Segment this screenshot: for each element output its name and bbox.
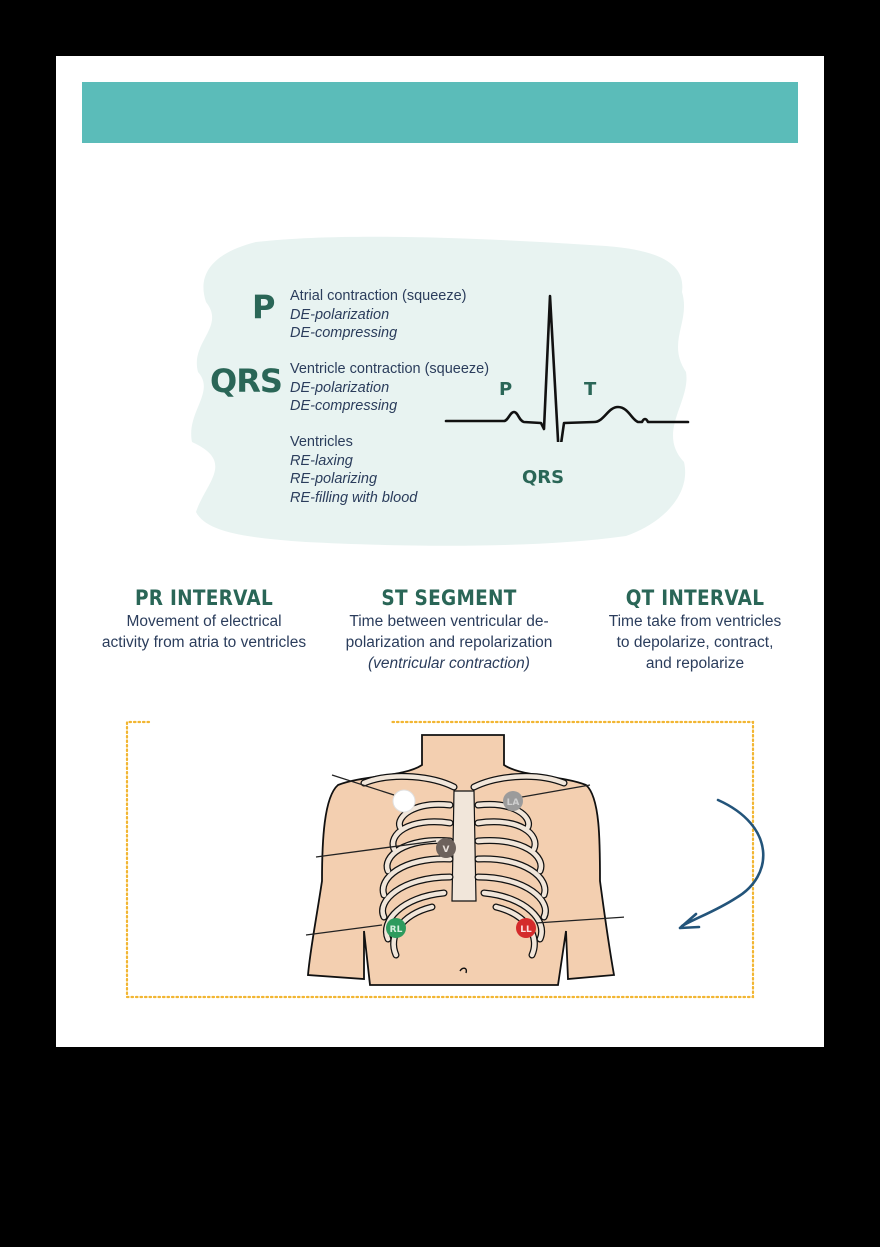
- t-wave-description: Ventricles RE-laxing RE-polarizing RE-fi…: [290, 433, 417, 507]
- curved-arrow-icon: [680, 798, 765, 928]
- wave-letter-qrs: QRS: [210, 362, 283, 400]
- legend-line: Ventricles: [290, 434, 353, 450]
- qrs-description: Ventricle contraction (squeeze) DE-polar…: [290, 360, 489, 416]
- electrode-diagram-frame: [125, 720, 765, 999]
- qt-interval-line: Time take from ventricles: [608, 613, 782, 630]
- title-banner: [82, 82, 798, 143]
- pr-interval-title: PR INTERVAL: [134, 586, 274, 610]
- svg-text:LA: LA: [507, 798, 520, 808]
- st-segment-title: ST SEGMENT: [381, 586, 517, 610]
- ecg-label-t: T: [584, 379, 597, 400]
- pr-interval-line: activity from atria to ventricles: [101, 634, 307, 651]
- legend-line: DE-polarization: [290, 379, 390, 396]
- svg-text:LL: LL: [520, 925, 532, 935]
- st-segment-column: ST SEGMENT Time between ventricular de- …: [329, 585, 569, 674]
- svg-text:RL: RL: [390, 925, 403, 935]
- p-wave-description: Atrial contraction (squeeze) DE-polariza…: [290, 287, 467, 343]
- svg-text:V: V: [443, 845, 450, 855]
- pr-interval-line: Movement of electrical: [126, 613, 282, 630]
- ecg-waveform: [444, 294, 690, 442]
- chest-illustration: LA V RL LL: [305, 734, 624, 986]
- legend-line: DE-compressing: [290, 398, 398, 415]
- pr-interval-column: PR INTERVAL Movement of electrical activ…: [84, 585, 324, 653]
- electrode-ra: [392, 789, 416, 813]
- electrode-la: LA: [503, 791, 523, 811]
- legend-line: RE-laxing: [290, 452, 353, 469]
- st-segment-note: (ventricular contraction): [368, 655, 530, 672]
- electrode-ll: LL: [516, 918, 536, 938]
- ecg-label-p: P: [499, 379, 513, 400]
- watercolor-wash: [191, 236, 687, 546]
- legend-line: RE-polarizing: [290, 471, 378, 488]
- legend-line: DE-polarization: [290, 306, 390, 323]
- qt-interval-title: QT INTERVAL: [625, 586, 765, 610]
- ecg-label-qrs: QRS: [522, 467, 565, 488]
- legend-line: DE-compressing: [290, 325, 398, 342]
- qt-interval-line: and repolarize: [645, 655, 745, 672]
- qt-interval-line: to depolarize, contract,: [616, 634, 774, 651]
- st-segment-line: Time between ventricular de-: [349, 613, 549, 630]
- electrode-rl: RL: [386, 918, 406, 938]
- worksheet-page: P QRS Atrial contraction (squeeze) DE-po…: [56, 56, 824, 1047]
- qt-interval-column: QT INTERVAL Time take from ventricles to…: [575, 585, 815, 674]
- electrode-v: V: [436, 838, 456, 858]
- legend-line: RE-filling with blood: [290, 489, 418, 506]
- wave-letter-p: P: [252, 288, 276, 326]
- st-segment-line: polarization and repolarization: [345, 634, 553, 651]
- legend-line: Ventricle contraction (squeeze): [290, 361, 490, 377]
- legend-line: Atrial contraction (squeeze): [290, 288, 467, 304]
